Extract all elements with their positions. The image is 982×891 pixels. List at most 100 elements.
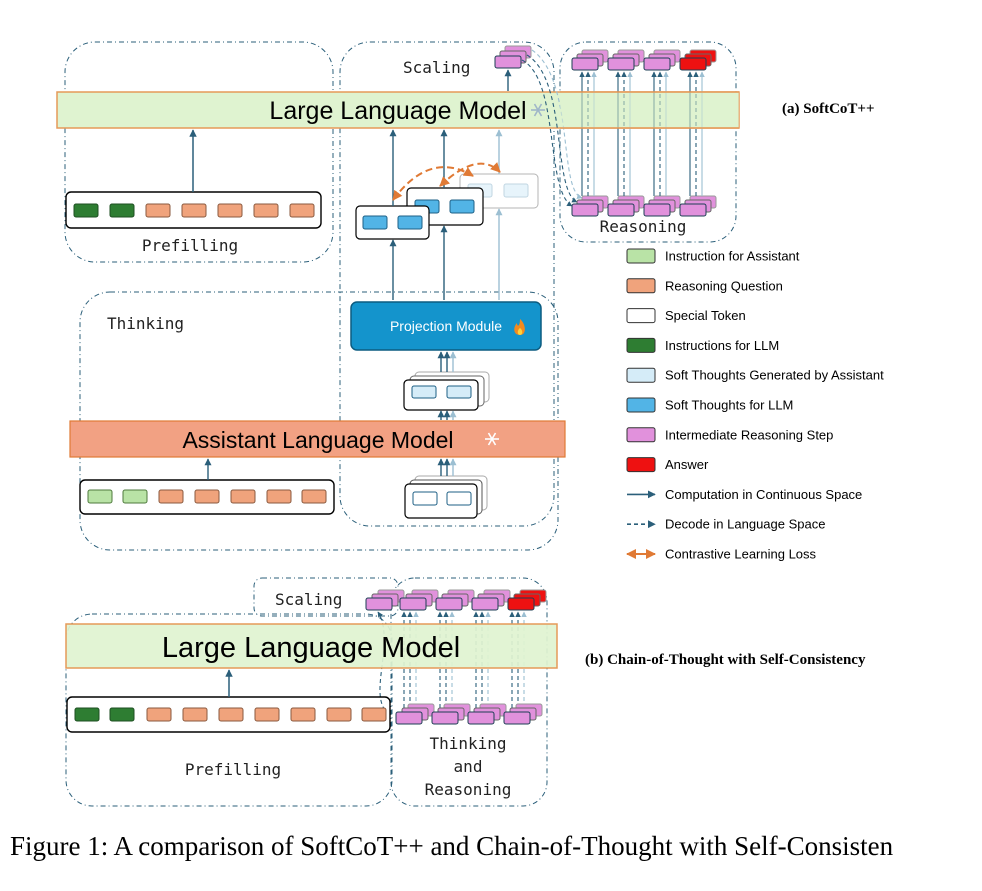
scaling-label-b: Scaling	[275, 590, 342, 609]
panel-a-title: (a) SoftCoT++	[782, 101, 875, 117]
decode-flow	[526, 54, 578, 203]
token-instruction-assistant	[87, 489, 113, 504]
projection-module	[350, 301, 542, 351]
legend-label: Soft Thoughts Generated by Assistant	[665, 368, 884, 383]
special-token-stack	[404, 475, 488, 519]
token-reasoning-question	[181, 203, 207, 218]
thinking-reasoning-line-2: and	[454, 757, 483, 776]
legend-label: Instructions for LLM	[665, 338, 779, 353]
legend-swatch	[626, 427, 656, 443]
softcot-diagram: Large Language Model Scaling Prefilling	[56, 41, 884, 807]
token-reasoning-question	[218, 707, 244, 722]
scaling-output-tokens	[494, 45, 532, 69]
legend-item: Answer	[626, 457, 709, 473]
legend-item: Computation in Continuous Space	[627, 487, 862, 502]
token-instructions-llm	[109, 707, 135, 722]
reasoning-top-answer	[679, 49, 717, 71]
token-instructions-llm	[74, 707, 100, 722]
token-reasoning-question	[182, 707, 208, 722]
cot-step-tokens	[395, 703, 543, 725]
reasoning-top-2	[607, 49, 645, 71]
thinking-region-b	[390, 577, 548, 807]
assistant-token-row	[79, 479, 335, 515]
legend-label: Instruction for Assistant	[665, 249, 800, 264]
reasoning-bottom-1	[571, 195, 609, 217]
thinking-reasoning-line-3: Reasoning	[425, 780, 512, 799]
reasoning-bottom-2	[607, 195, 645, 217]
reasoning-top-1	[571, 49, 609, 71]
legend-swatch	[626, 457, 656, 473]
snowflake-icon	[531, 103, 545, 117]
reasoning-columns	[571, 49, 717, 217]
legend-label: Contrastive Learning Loss	[665, 547, 817, 562]
token-reasoning-question	[146, 707, 172, 722]
legend-item: Instruction for Assistant	[626, 248, 800, 264]
legend-swatch	[626, 248, 656, 264]
prefilling-label-a: Prefilling	[142, 236, 238, 255]
legend-label: Soft Thoughts for LLM	[665, 398, 793, 413]
legend-item: Contrastive Learning Loss	[626, 547, 817, 562]
llm-bar-b	[65, 623, 558, 669]
legend-item: Soft Thoughts for LLM	[626, 397, 793, 413]
llm-label-b: Large Language Model	[162, 632, 460, 664]
token-reasoning-question	[254, 707, 280, 722]
token-reasoning-question	[158, 489, 184, 504]
token-reasoning-question	[326, 707, 352, 722]
prefilling-tokens-b	[74, 707, 387, 722]
figure-caption: Figure 1: A comparison of SoftCoT++ and …	[10, 831, 894, 861]
panel-b-title: (b) Chain-of-Thought with Self-Consisten…	[585, 652, 866, 668]
token-reasoning-question	[194, 489, 220, 504]
legend-item: Reasoning Question	[626, 278, 783, 294]
panel-a: Large Language Model Scaling Prefilling	[56, 41, 875, 551]
token-reasoning-question	[361, 707, 387, 722]
thinking-reasoning-line-1: Thinking	[429, 734, 506, 753]
assistant-bar	[69, 420, 566, 458]
cot-scaling-tokens	[365, 589, 547, 611]
reasoning-bottom-4	[679, 195, 717, 217]
llm-bar-overlay	[560, 92, 739, 128]
legend-swatch	[626, 308, 656, 324]
legend-label: Computation in Continuous Space	[665, 487, 862, 502]
legend-item: Instructions for LLM	[626, 337, 779, 353]
scaling-label-a: Scaling	[403, 58, 470, 77]
legend-swatch	[626, 337, 656, 353]
prefilling-region-b	[65, 613, 393, 807]
token-reasoning-question	[145, 203, 171, 218]
panel-b: Scaling Large Language Mode	[65, 577, 866, 807]
token-reasoning-question	[230, 489, 256, 504]
decode-flow	[531, 49, 583, 200]
legend-swatch	[626, 278, 656, 294]
token-reasoning-question	[301, 489, 327, 504]
assistant-tokens	[87, 489, 327, 504]
prefilling-region	[64, 41, 334, 263]
reasoning-label-a: Reasoning	[600, 217, 687, 236]
assistant-label: Assistant Language Model	[182, 427, 453, 453]
llm-label-a: Large Language Model	[269, 97, 526, 125]
legend-item: Decode in Language Space	[627, 517, 825, 532]
legend-swatch	[626, 397, 656, 413]
scaling-region	[339, 41, 555, 527]
reasoning-arrows	[579, 71, 705, 196]
decode-flow	[521, 59, 573, 207]
token-reasoning-question	[217, 203, 243, 218]
reasoning-region	[559, 41, 737, 243]
legend-item: Intermediate Reasoning Step	[626, 427, 833, 443]
legend-label: Answer	[665, 457, 709, 472]
legend-label: Decode in Language Space	[665, 517, 825, 532]
legend-item: Special Token	[626, 308, 746, 324]
prefilling-tokens	[73, 203, 315, 218]
legend-label: Intermediate Reasoning Step	[665, 427, 833, 442]
token-reasoning-question	[253, 203, 279, 218]
token-instructions-llm	[73, 203, 99, 218]
legend-label: Reasoning Question	[665, 278, 783, 293]
soft-thought-group-1	[355, 205, 430, 240]
reasoning-top-3	[643, 49, 681, 71]
assistant-soft-thoughts	[403, 371, 490, 411]
legend-item: Soft Thoughts Generated by Assistant	[626, 367, 884, 383]
token-reasoning-question	[290, 707, 316, 722]
legend-label: Special Token	[665, 308, 746, 323]
token-reasoning-question	[266, 489, 292, 504]
legend-swatch	[626, 367, 656, 383]
reasoning-bottom-3	[643, 195, 681, 217]
